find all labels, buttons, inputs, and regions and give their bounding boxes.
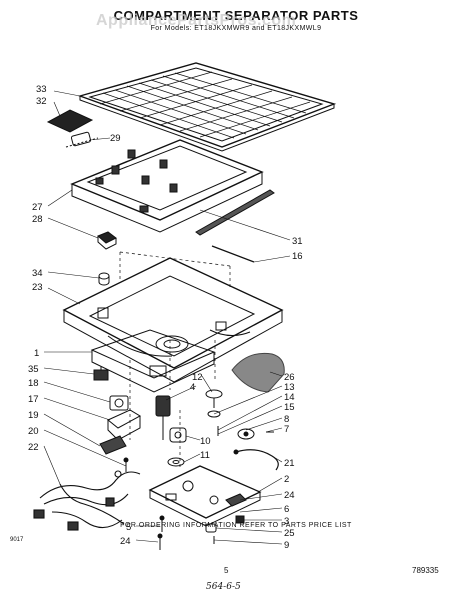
drawing-code-left: 9017 <box>10 537 24 543</box>
callout-35: 35 <box>28 364 39 375</box>
part-12-fan <box>205 389 223 408</box>
part-29-clip <box>65 131 99 148</box>
callout-33: 33 <box>36 84 47 95</box>
part-20-screw <box>123 457 129 472</box>
ordering-note: FOR ORDERING INFORMATION REFER TO PARTS … <box>120 522 352 529</box>
part-32-label <box>46 109 94 133</box>
part-3-connector <box>235 515 245 524</box>
part-35-switch <box>93 366 109 381</box>
callout-4: 4 <box>190 382 195 393</box>
part-5-screw <box>159 515 165 532</box>
part-22-wire-harness <box>33 470 141 531</box>
part-4-fan-mount <box>155 395 171 440</box>
part-23-separator-base <box>62 257 284 383</box>
callout-numbers: 33 32 29 27 28 31 16 34 23 1 35 18 17 19… <box>28 84 303 551</box>
callout-32: 32 <box>36 96 47 107</box>
part-16-rod <box>211 245 255 263</box>
callout-27: 27 <box>32 202 43 213</box>
page-number: 5 <box>224 566 229 575</box>
callout-21: 21 <box>284 458 295 469</box>
callout-12: 12 <box>192 372 203 383</box>
callout-31: 31 <box>292 236 303 247</box>
part-24-screw <box>157 533 163 550</box>
callout-2: 2 <box>284 474 289 485</box>
callout-7: 7 <box>284 424 289 435</box>
callout-26: 26 <box>284 372 295 383</box>
part-31-strip <box>195 189 275 236</box>
callout-11: 11 <box>200 450 210 461</box>
watermark: AppliancePartsPros.com <box>96 12 297 29</box>
callout-16: 16 <box>292 251 303 262</box>
part-21-heater <box>233 449 279 471</box>
part-1-housing <box>90 329 216 393</box>
part-11-fan-blade <box>167 457 185 467</box>
callout-19: 19 <box>28 410 39 421</box>
callout-22: 22 <box>28 442 39 453</box>
drawing-code-right: 789335 <box>412 566 439 575</box>
part-10-motor <box>169 427 187 443</box>
handwritten-note: 564-6-5 <box>206 582 241 592</box>
callout-15: 15 <box>284 402 295 413</box>
callout-24-right: 24 <box>284 490 295 501</box>
part-33-grille <box>77 62 337 152</box>
callout-29: 29 <box>110 133 121 144</box>
callout-20: 20 <box>28 426 39 437</box>
part-26-insulation <box>231 352 285 393</box>
callout-28: 28 <box>32 214 43 225</box>
callout-6: 6 <box>284 504 289 515</box>
callout-17: 17 <box>28 394 39 405</box>
leader-lines <box>43 90 291 545</box>
callout-13: 13 <box>284 382 295 393</box>
part-17-bracket <box>107 409 142 441</box>
part-18-thermostat <box>109 395 129 411</box>
callout-23: 23 <box>32 282 43 293</box>
part-13-washer <box>207 410 221 418</box>
part-6-clip <box>225 493 247 507</box>
callout-18: 18 <box>28 378 39 389</box>
callout-34: 34 <box>32 268 43 279</box>
callout-25: 25 <box>284 528 295 539</box>
callout-10: 10 <box>200 436 211 447</box>
part-28-block <box>97 231 117 250</box>
callout-1: 1 <box>34 348 39 359</box>
callout-24-left: 24 <box>120 536 131 547</box>
callout-9: 9 <box>284 540 289 551</box>
page-title: COMPARTMENT SEPARATOR PARTS <box>113 8 359 23</box>
callout-5: 5 <box>126 522 131 533</box>
alignment-lines <box>119 251 231 470</box>
part-27-separator-cover <box>70 139 264 233</box>
callout-8: 8 <box>284 414 289 425</box>
part-34-grommet <box>98 272 110 286</box>
part-19-bracket <box>99 435 127 455</box>
model-numbers: For Models: ET18JKXMWR9 and ET18JKXMWL9 <box>150 25 322 32</box>
callout-14: 14 <box>284 392 295 403</box>
callout-3: 3 <box>284 516 289 527</box>
part-7-clamp <box>237 428 255 440</box>
